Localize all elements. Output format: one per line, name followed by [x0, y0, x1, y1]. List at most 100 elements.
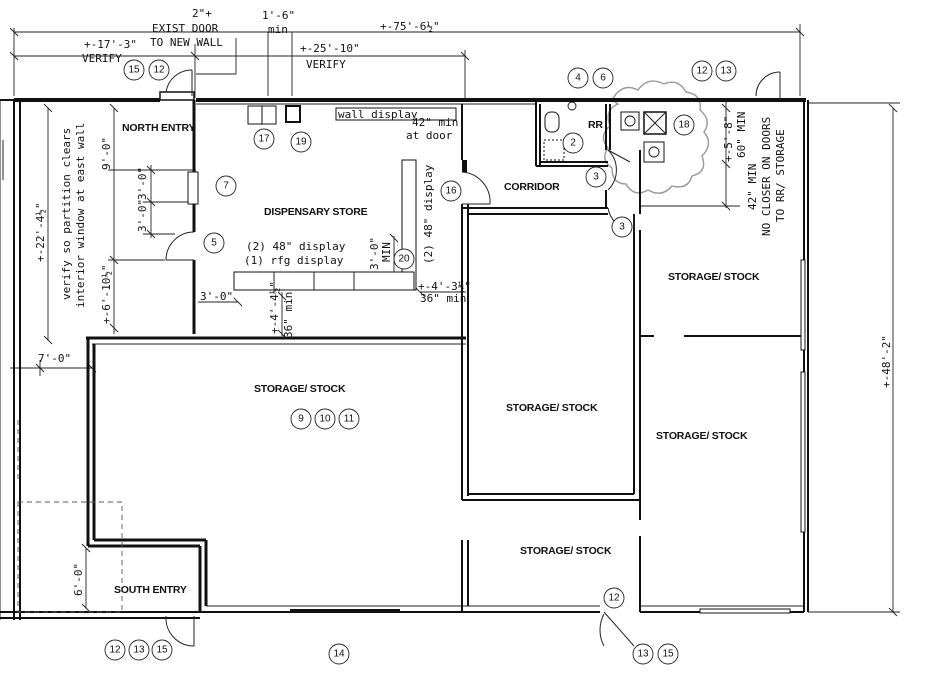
dim-verify-mid: VERIFY: [306, 58, 346, 71]
svg-text:16: 16: [445, 186, 457, 197]
dim-three-d: 3'-0": [200, 290, 233, 303]
dim-six-zero: 6'-0": [72, 563, 85, 596]
svg-text:17: 17: [258, 134, 270, 145]
svg-text:13: 13: [720, 66, 732, 77]
dim-three-min-a: 3'-0": [368, 237, 381, 270]
svg-text:19: 19: [295, 137, 307, 148]
interior-window: [187, 171, 199, 205]
keynote-tag: 4: [567, 67, 589, 89]
keynote-tag: 2: [562, 132, 584, 154]
svg-text:15: 15: [662, 649, 674, 660]
svg-text:10: 10: [319, 414, 331, 425]
keynote-tag: 10: [314, 408, 336, 430]
note-wall-display: wall display: [338, 108, 418, 121]
room-storage-w: STORAGE/ STOCK: [254, 383, 346, 395]
keynote-tag: 5: [203, 232, 225, 254]
svg-text:6: 6: [600, 73, 606, 84]
dim-sixty-min: 60" MIN: [735, 112, 748, 158]
note-display-b: (1) rfg display: [244, 254, 344, 267]
svg-text:4: 4: [575, 73, 581, 84]
note-display-c: (2) 48" display: [422, 164, 435, 264]
keynote-tag: 12: [603, 587, 625, 609]
svg-text:14: 14: [333, 649, 345, 660]
note-display-a: (2) 48" display: [246, 240, 346, 253]
keynote-tag: 12: [104, 639, 126, 661]
room-dispensary: DISPENSARY STORE: [264, 206, 368, 218]
room-storage-e: STORAGE/ STOCK: [656, 430, 748, 442]
dim-thirtysix-b: 36" min: [420, 292, 466, 305]
fixtures: [233, 101, 667, 291]
dim-exist-door-1: 2"+: [192, 7, 212, 20]
svg-text:7: 7: [223, 181, 229, 192]
keynote-tag: 16: [440, 180, 462, 202]
svg-text:12: 12: [608, 593, 620, 604]
dim-three-b: 3'-0": [136, 199, 149, 232]
room-south-entry: SOUTH ENTRY: [114, 584, 187, 596]
svg-text:15: 15: [128, 65, 140, 76]
keynote-tag: 15: [657, 643, 679, 665]
dim-height-left: +-22'-4½": [34, 202, 47, 262]
note-closer-1: 42" MIN: [746, 164, 759, 210]
note-partition-1: verify so partition clears: [60, 128, 73, 300]
keynote-tag: 7: [215, 175, 237, 197]
keynote-tag: 17: [253, 128, 275, 150]
keynote-tag: 19: [290, 131, 312, 153]
svg-text:3: 3: [593, 172, 599, 183]
svg-text:13: 13: [133, 645, 145, 656]
svg-text:13: 13: [637, 649, 649, 660]
svg-text:5: 5: [211, 238, 217, 249]
svg-text:12: 12: [696, 66, 708, 77]
dim-exist-door-2: EXIST DOOR: [152, 22, 219, 35]
dim-four-four: +-4'-4½": [268, 281, 281, 334]
dim-three-min-b: MIN: [380, 242, 393, 262]
svg-text:3: 3: [619, 222, 625, 233]
svg-text:12: 12: [109, 645, 121, 656]
keynote-tag: 15: [151, 639, 173, 661]
dim-left-width: +-17'-3": [84, 38, 137, 51]
note-closer-2: NO CLOSER ON DOORS: [760, 117, 773, 236]
dim-three-a: 3'-0": [136, 167, 149, 200]
dim-thirtysix-a: 36" min: [282, 292, 295, 338]
dim-four-three: +-4'-3½": [418, 280, 471, 293]
dim-height-right: +-48'-2": [880, 335, 893, 388]
dim-one-six: 1'-6": [262, 9, 295, 22]
svg-text:20: 20: [398, 254, 410, 265]
room-labels: NORTH ENTRY DISPENSARY STORE CORRIDOR RR…: [114, 119, 760, 596]
room-rr: RR: [588, 119, 603, 131]
dim-six-ten: +-6'-10½": [100, 264, 113, 324]
room-north-entry: NORTH ENTRY: [122, 122, 195, 134]
svg-text:15: 15: [156, 645, 168, 656]
keynote-tag: 3: [611, 216, 633, 238]
room-storage-c: STORAGE/ STOCK: [506, 402, 598, 414]
dim-total-width: +-75'-6½": [380, 20, 440, 33]
svg-text:12: 12: [153, 65, 165, 76]
keynote-tag: 14: [328, 643, 350, 665]
keynote-tag: 12: [691, 60, 713, 82]
keynote-tag: 12: [148, 59, 170, 81]
keynote-tag: 11: [338, 408, 360, 430]
keynote-tags: 15 12 4 6 12 13 17 19 2 18 7 16 3 3 5 20…: [104, 59, 737, 665]
keynote-tag: 15: [123, 59, 145, 81]
dimension-lines: [9, 24, 900, 617]
north-entry-door: [159, 91, 195, 101]
keynote-tag: 6: [592, 67, 614, 89]
keynote-tag: 9: [290, 408, 312, 430]
note-door-min-1: 42" min: [412, 116, 458, 129]
note-closer-3: TO RR/ STORAGE: [774, 129, 787, 222]
svg-text:9: 9: [298, 414, 304, 425]
dimension-labels: 2"+ EXIST DOOR TO NEW WALL 1'-6" min +-7…: [34, 7, 893, 596]
dim-mid-width: +-25'-10": [300, 42, 360, 55]
note-door-min-2: at door: [406, 129, 453, 142]
keynote-tag: 13: [128, 639, 150, 661]
dim-min: min: [268, 23, 288, 36]
dim-verify-left: VERIFY: [82, 52, 122, 65]
keynote-tag: 20: [393, 248, 415, 270]
keynote-tag: 13: [632, 643, 654, 665]
keynote-tag: 13: [715, 60, 737, 82]
revision-cloud: [602, 80, 710, 194]
walls: [0, 98, 809, 620]
keynote-tag: 3: [585, 166, 607, 188]
svg-text:11: 11: [344, 414, 355, 425]
